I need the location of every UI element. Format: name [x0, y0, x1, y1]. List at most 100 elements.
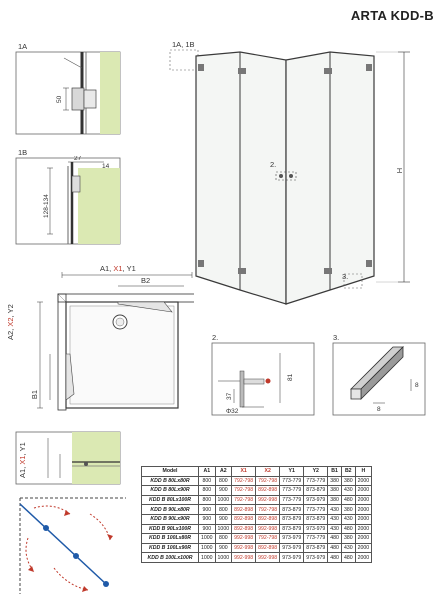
detail-2-dim-37: 37 [226, 392, 233, 400]
table-cell: 800 [198, 485, 216, 496]
table-cell: 800 [214, 475, 233, 487]
table-cell: KDD B 100Lx90R [141, 542, 199, 554]
door-swing-drawing [19, 497, 126, 594]
table-cell: 892-898 [231, 513, 257, 525]
table-cell: 1000 [214, 523, 233, 535]
table-cell: 873-879 [279, 513, 305, 525]
table-cell: 773-779 [303, 504, 329, 515]
table-cell: 1000 [198, 533, 216, 544]
col-y2: Y2 [303, 466, 329, 477]
table-cell: 380 [340, 504, 356, 515]
detail-3-drawing: 8 8 [332, 342, 426, 416]
table-cell: 792-798 [255, 475, 281, 487]
table-cell: 873-879 [303, 542, 329, 554]
detail-2-dim-81: 81 [287, 373, 294, 381]
detail-2-label: 2. [212, 333, 219, 342]
table-cell: 2000 [354, 504, 373, 515]
table-cell: 973-979 [303, 552, 329, 563]
table-cell: 992-998 [255, 552, 281, 563]
table-cell: KDD B 80Lx90R [141, 485, 199, 496]
table-cell: 480 [340, 552, 356, 563]
col-x2: X2 [255, 466, 281, 477]
table-cell: 430 [327, 504, 342, 515]
table-cell: 1000 [214, 494, 233, 506]
page-title: ARTA KDD-B [350, 8, 434, 23]
small-plan-prefix: A1, [18, 464, 27, 478]
table-cell: 2000 [354, 533, 373, 544]
table-cell: KDD B 100Lx80R [141, 533, 199, 544]
callout-2: 2. [270, 160, 277, 169]
detail-1a-drawing: 50 [15, 51, 121, 135]
table-cell: 430 [340, 485, 356, 496]
col-h: H [354, 466, 373, 477]
detail-1b-label: 1B [18, 148, 28, 157]
table-cell: KDD B 100Lx100R [141, 552, 199, 563]
table-cell: 900 [214, 485, 233, 496]
callout-1a-1b: 1A, 1B [172, 40, 195, 49]
callout-3: 3. [342, 272, 349, 281]
detail-1b-dim-side: 128-134 [43, 194, 50, 218]
table-cell: 480 [340, 523, 356, 535]
detail-3-label: 3. [333, 333, 340, 342]
small-plan-drawing [15, 431, 121, 485]
table-cell: 992-998 [255, 494, 281, 506]
detail-1b-dim-top: 27 [74, 156, 82, 162]
table-cell: 430 [340, 542, 356, 554]
table-cell: 2000 [354, 523, 373, 535]
table-cell: 430 [340, 513, 356, 525]
plan-top-dim: A1, X1, Y1 [100, 264, 136, 273]
col-y1: Y1 [279, 466, 305, 477]
table-cell: 773-779 [303, 533, 329, 544]
col-a1: A1 [198, 466, 216, 477]
table-cell: 892-898 [255, 485, 281, 496]
table-cell: 380 [340, 533, 356, 544]
plan-top-prefix: A1, [100, 264, 114, 273]
plan-b2-dim: B2 [141, 276, 151, 285]
detail-1a-label: 1A [18, 42, 28, 51]
table-cell: 380 [327, 485, 342, 496]
col-a2: A2 [214, 466, 233, 477]
col-b1: B1 [327, 466, 342, 477]
table-cell: 900 [214, 513, 233, 525]
table-cell: 430 [327, 513, 342, 525]
table-cell: 992-998 [231, 533, 257, 544]
table-cell: 380 [327, 494, 342, 506]
table-cell: KDD B 80Lx100R [141, 494, 199, 506]
table-cell: 900 [198, 513, 216, 525]
col-model: Model [141, 466, 199, 477]
table-cell: 1000 [214, 552, 233, 563]
table-cell: 773-779 [303, 475, 329, 487]
table-cell: 2000 [354, 494, 373, 506]
table-cell: KDD B 90Lx80R [141, 504, 199, 515]
table-cell: 2000 [354, 552, 373, 563]
table-cell: 973-979 [279, 552, 305, 563]
enclosure-drawing [169, 49, 410, 305]
plan-top-suffix: , Y1 [122, 264, 136, 273]
table-cell: 992-998 [255, 523, 281, 535]
table-cell: 1000 [198, 552, 216, 563]
col-b2: B2 [340, 466, 356, 477]
table-cell: 800 [214, 504, 233, 515]
table-cell: 892-898 [231, 504, 257, 515]
table-cell: 2000 [354, 513, 373, 525]
table-cell: 480 [327, 542, 342, 554]
plan-view-drawing [37, 272, 194, 411]
table-cell: 480 [327, 552, 342, 563]
plan-top-x: X1 [113, 264, 123, 273]
small-plan-x: X1 [18, 455, 27, 465]
table-cell: 800 [214, 533, 233, 544]
table-cell: 773-779 [279, 485, 305, 496]
table-cell: KDD B 80Lx80R [141, 475, 199, 487]
table-cell: KDD B 90Lx100R [141, 523, 199, 535]
table-cell: 380 [327, 475, 342, 487]
detail-3-dim-a: 8 [415, 382, 419, 389]
table-cell: 430 [327, 523, 342, 535]
plan-side-prefix: A2, [6, 326, 15, 340]
table-cell: 1000 [198, 542, 216, 554]
